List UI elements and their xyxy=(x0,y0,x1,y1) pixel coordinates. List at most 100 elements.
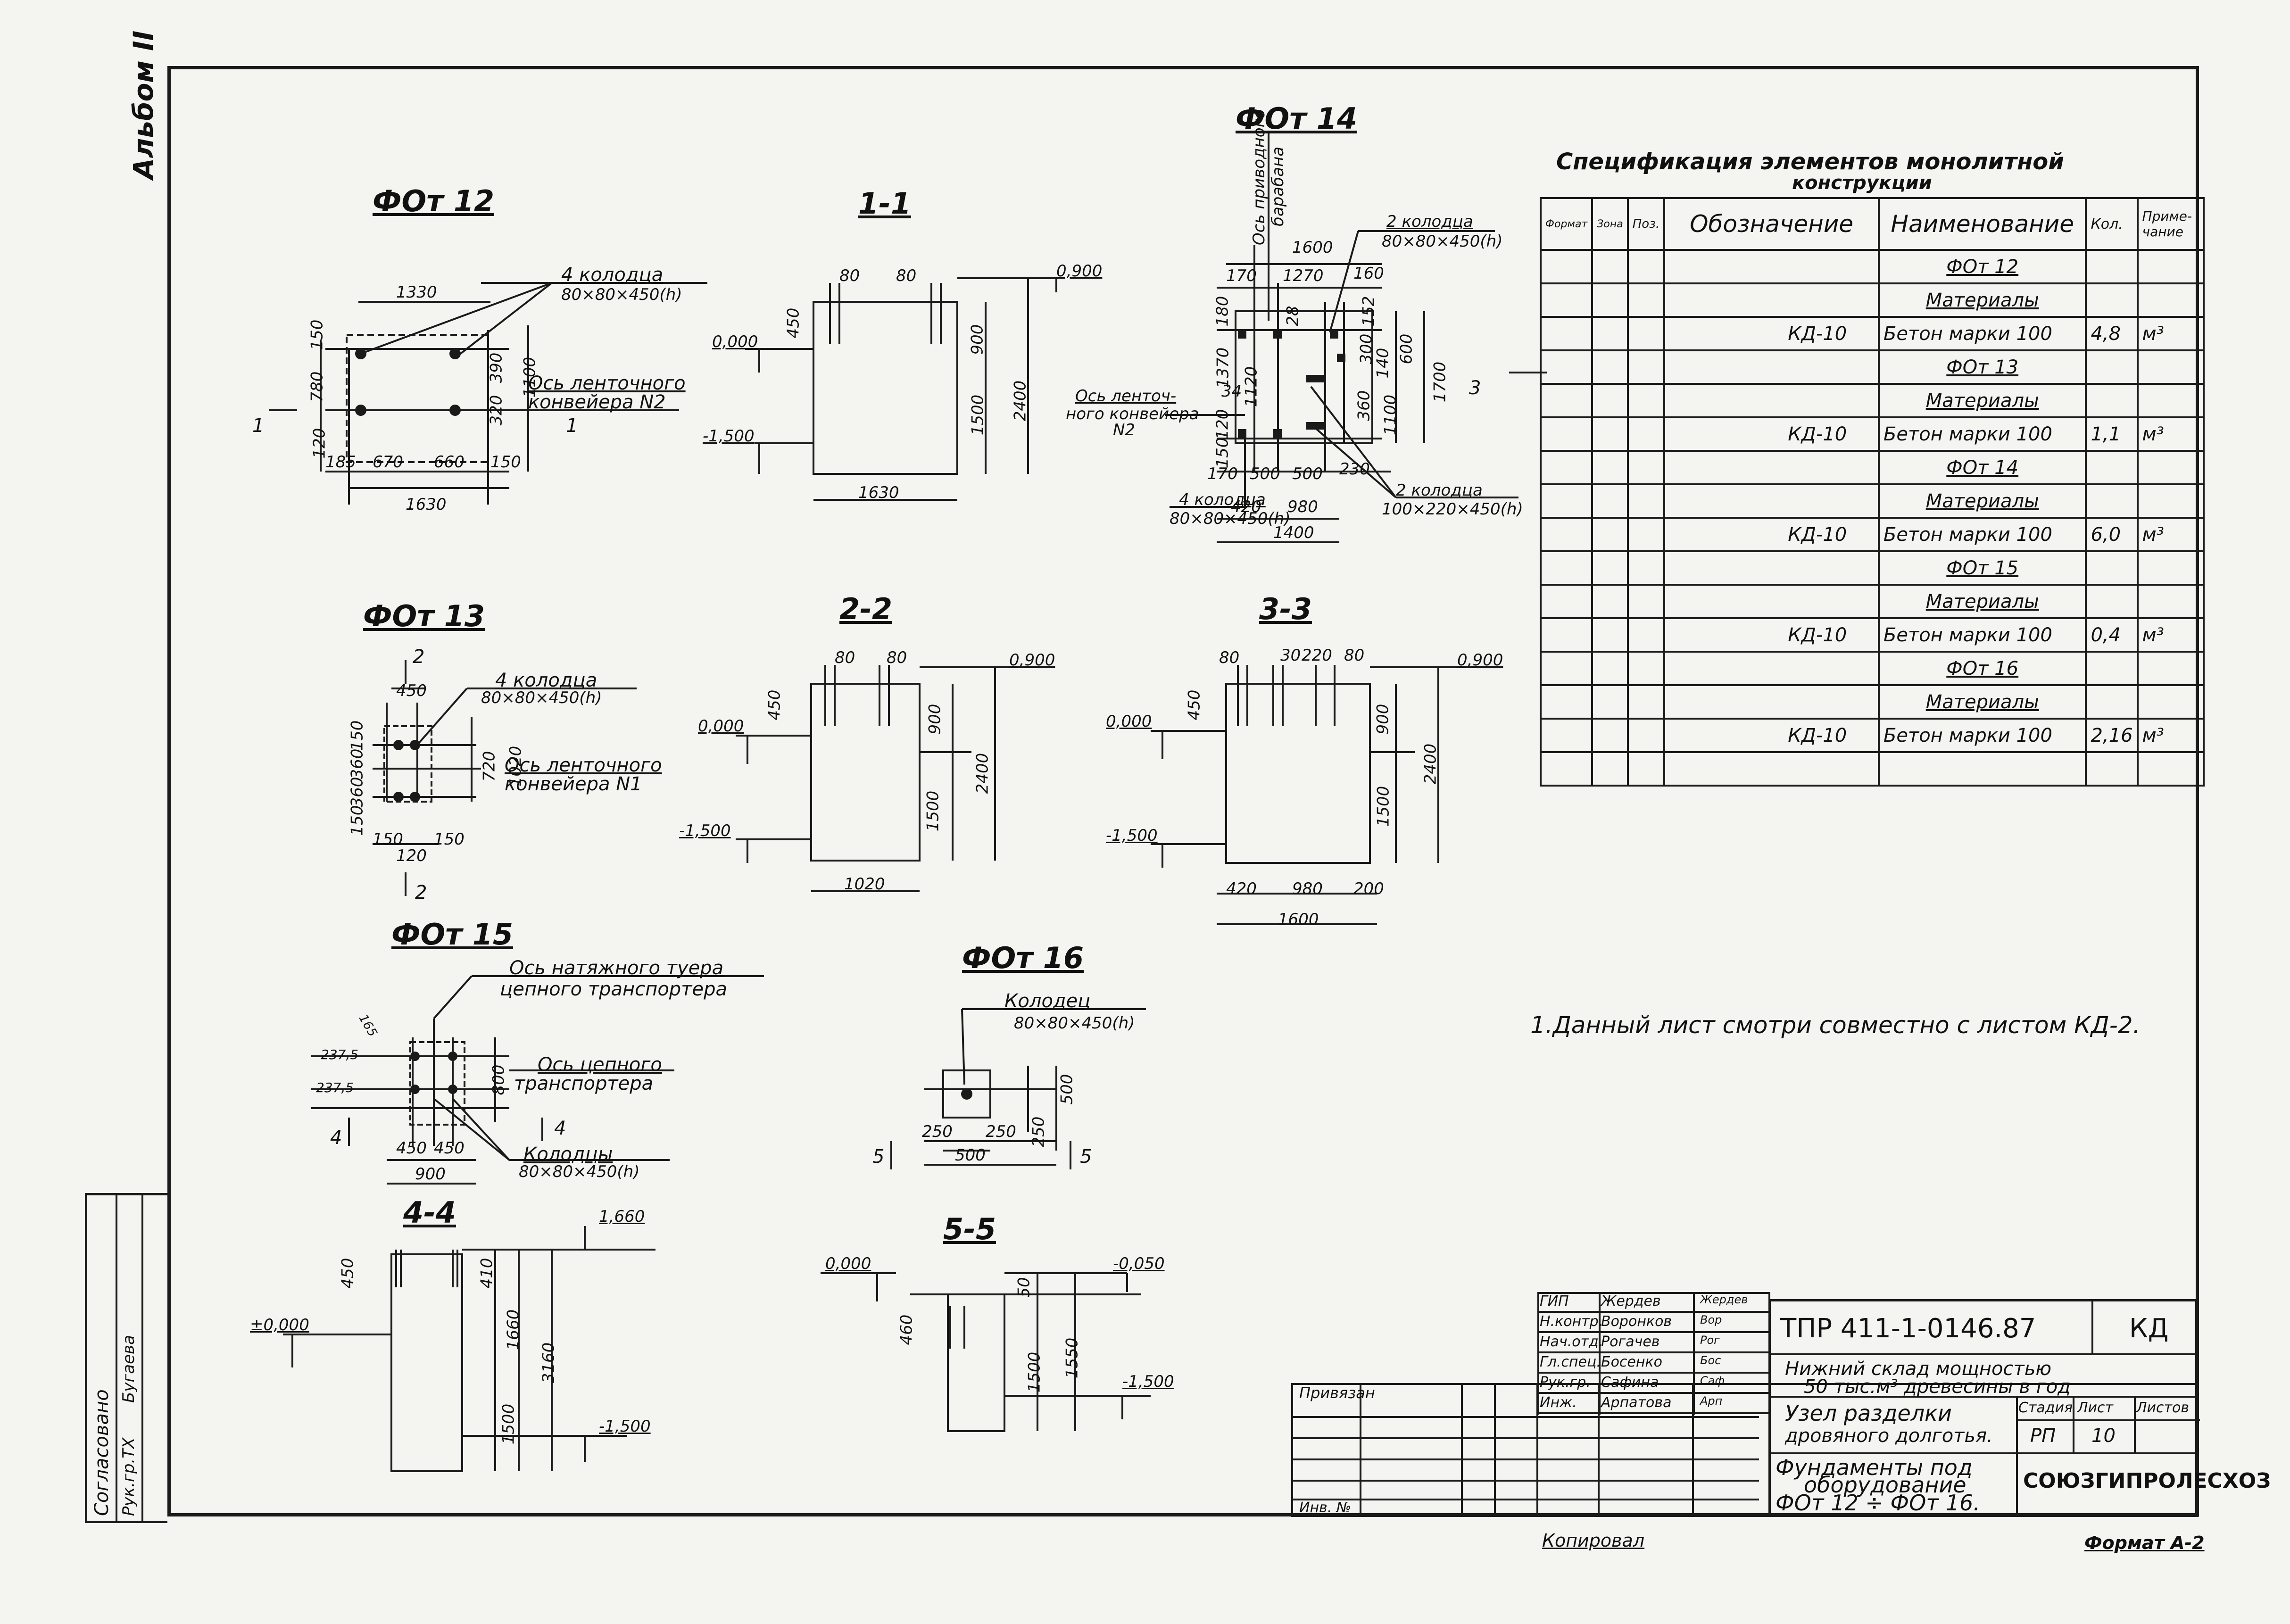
dim: 780 xyxy=(307,371,327,402)
dim: 3160 xyxy=(539,1342,558,1384)
cut-mark: 5 xyxy=(1080,1146,1092,1168)
dim: 80 xyxy=(839,266,860,285)
level: 0,000 xyxy=(825,1254,871,1273)
dim: 150 xyxy=(434,830,465,849)
dim: 1500 xyxy=(499,1403,518,1445)
spec-name-cell: Материалы xyxy=(1877,483,2087,519)
spec-format-cell xyxy=(1539,684,1593,720)
spec-qty-cell xyxy=(2085,483,2139,519)
spec-header-designation: Обозначение xyxy=(1663,197,1880,251)
spec-qty-cell xyxy=(2085,684,2139,720)
dim: 460 xyxy=(897,1314,916,1345)
cut-mark: 1 xyxy=(566,415,578,437)
spec-format-cell xyxy=(1539,718,1593,753)
dim: 30 xyxy=(1280,646,1301,665)
section-4-4-title: 4-4 xyxy=(403,1195,456,1230)
spec-row: Материалы xyxy=(1539,584,2205,619)
section-5-5 xyxy=(821,1272,1151,1432)
stamp-role: Н.контр. xyxy=(1540,1313,1603,1330)
dim: 150 xyxy=(348,720,367,751)
spec-name-cell: Материалы xyxy=(1877,383,2087,418)
stamp-signature: Рог xyxy=(1700,1334,1720,1347)
callout: 80×80×450(h) xyxy=(1382,232,1503,251)
dim: 420 xyxy=(1231,497,1261,516)
object-line2: дровяного долготья. xyxy=(1785,1425,1993,1447)
dim: 150 xyxy=(1213,437,1232,468)
spec-designation-cell xyxy=(1663,349,1880,385)
spec-note-cell: м³ xyxy=(2136,517,2205,552)
dim: 250 xyxy=(1029,1116,1048,1147)
spec-qty-cell: 1,1 xyxy=(2085,416,2139,452)
spec-name-cell xyxy=(1877,751,2087,787)
axis-label: конвейера N2 xyxy=(528,391,666,413)
spec-zone-cell xyxy=(1591,450,1629,485)
spec-format-cell xyxy=(1539,450,1593,485)
dim: 900 xyxy=(415,1165,446,1184)
fot12-title: ФОт 12 xyxy=(373,184,494,218)
dim: 237,5 xyxy=(316,1080,354,1095)
spec-row xyxy=(1539,751,2205,787)
spec-note-cell xyxy=(2136,483,2205,519)
dim: 2400 xyxy=(973,753,992,794)
fot14-plan xyxy=(1165,132,1547,543)
doc-mark: КД xyxy=(2129,1313,2169,1344)
callout: 80×80×450(h) xyxy=(561,285,682,304)
stamp-signature: Саф xyxy=(1700,1374,1725,1387)
section-1-1 xyxy=(745,277,1057,501)
dim: 410 xyxy=(477,1258,497,1289)
spec-format-cell xyxy=(1539,282,1593,318)
callout: 4 колодца xyxy=(561,264,664,286)
dim: 1630 xyxy=(858,483,899,502)
spec-name-cell: Бетон марки 100 xyxy=(1877,416,2087,452)
footer-copied: Копировал xyxy=(1542,1530,1645,1551)
dim: 1600 xyxy=(1278,910,1319,929)
axis-label: Ось ленточного xyxy=(505,754,662,776)
spec-designation-cell: КД-10 xyxy=(1663,617,1880,653)
dim: 1550 xyxy=(1062,1337,1082,1379)
spec-format-cell xyxy=(1539,483,1593,519)
dim: 360 xyxy=(348,777,367,808)
spec-table: Формат Зона Поз. Обозначение Наименовани… xyxy=(1539,197,2205,787)
level: -1,500 xyxy=(1106,826,1158,845)
spec-format-cell xyxy=(1539,383,1593,418)
spec-designation-cell xyxy=(1663,651,1880,686)
callout: 80×80×450(h) xyxy=(519,1162,640,1181)
stamp-binding: Привязан xyxy=(1299,1384,1375,1402)
spec-pos-cell xyxy=(1626,349,1666,385)
spec-note-cell xyxy=(2136,550,2205,586)
stamp-role: Гл.спец. xyxy=(1540,1354,1601,1370)
fot12-plan xyxy=(269,282,707,505)
stamp-role: ГИП xyxy=(1540,1293,1569,1309)
stamp-name: Арпатова xyxy=(1601,1394,1672,1411)
callout: 2 колодца xyxy=(1396,481,1483,500)
cut-mark: 2 xyxy=(415,882,427,903)
spec-format-cell xyxy=(1539,651,1593,686)
spec-zone-cell xyxy=(1591,316,1629,351)
dim: 900 xyxy=(925,704,945,735)
level: 0,900 xyxy=(1056,262,1103,281)
spec-header-qty: Кол. xyxy=(2085,197,2139,251)
spec-name-cell: Материалы xyxy=(1877,584,2087,619)
spec-pos-cell xyxy=(1626,751,1666,787)
dim: 1120 xyxy=(1242,366,1261,407)
dim: 220 xyxy=(1302,646,1332,665)
dim: 1270 xyxy=(1283,266,1324,285)
sheet-header: Лист xyxy=(2077,1400,2114,1416)
project-line2: 50 тыс.м³ древесины в год xyxy=(1804,1376,2071,1398)
spec-format-cell xyxy=(1539,416,1593,452)
spec-name-cell: Бетон марки 100 xyxy=(1877,718,2087,753)
spec-row: ФОт 12 xyxy=(1539,249,2205,284)
level: 0,900 xyxy=(1009,651,1055,670)
stamp-name: Босенко xyxy=(1601,1354,1662,1370)
dim: 2400 xyxy=(1011,380,1030,422)
dim: 170 xyxy=(1207,464,1238,483)
spec-zone-cell xyxy=(1591,517,1629,552)
dim: 120 xyxy=(396,846,427,865)
spec-designation-cell xyxy=(1663,684,1880,720)
callout: 100×220×450(h) xyxy=(1382,500,1523,519)
stamp-role: Рук.гр. xyxy=(1540,1374,1591,1391)
stamp-name: Рогачев xyxy=(1601,1334,1660,1350)
doc-title-2: оборудование xyxy=(1804,1472,1966,1498)
dim: 720 xyxy=(480,751,499,782)
